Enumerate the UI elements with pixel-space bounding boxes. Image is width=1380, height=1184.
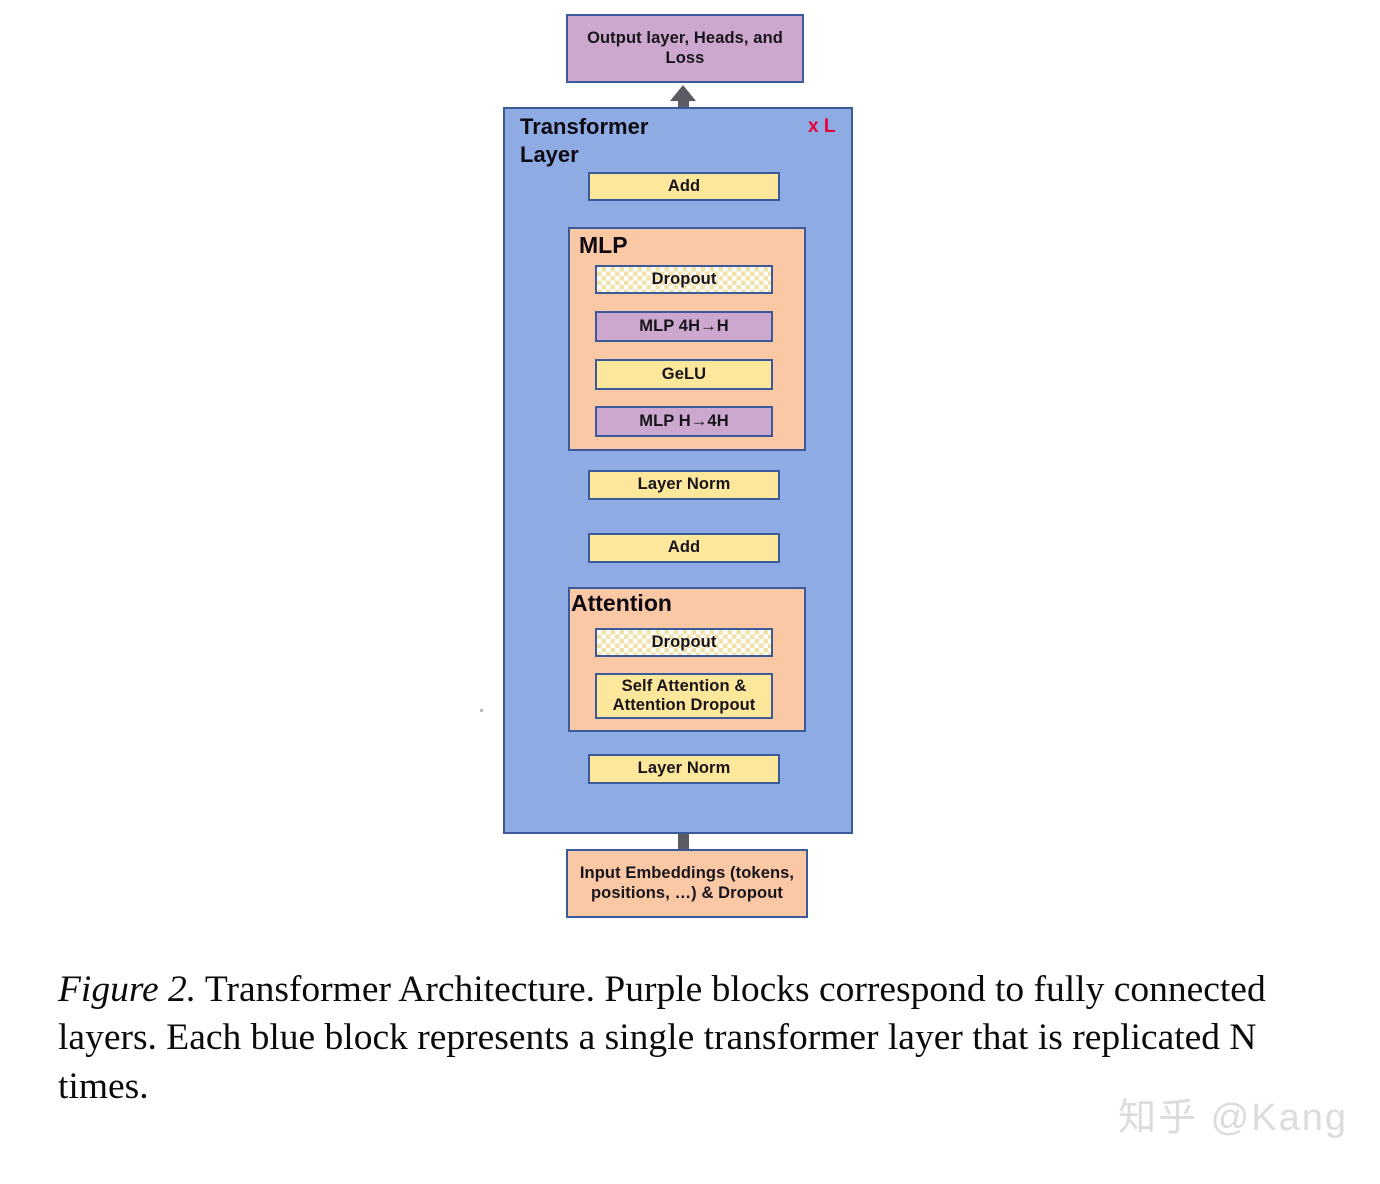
self-attention-block: Self Attention & Attention Dropout (595, 673, 773, 719)
input-embeddings-block: Input Embeddings (tokens, positions, …) … (566, 849, 808, 918)
transformer-layer-label: Transformer Layer (520, 114, 649, 167)
repeat-count-badge: x L (808, 116, 836, 137)
layer-norm-mlp-block: Layer Norm (588, 470, 780, 500)
figure-caption: Figure 2. Transformer Architecture. Purp… (58, 966, 1343, 1111)
attention-dropout-block: Dropout (595, 628, 773, 657)
mlp-4h-to-h-block: MLP 4H→H (595, 311, 773, 342)
output-layer-block: Output layer, Heads, and Loss (566, 14, 804, 83)
image-speck (480, 709, 483, 712)
add-top-block: Add (588, 172, 780, 201)
add-bottom-block: Add (588, 533, 780, 563)
mlp-h-to-4h-block: MLP H→4H (595, 406, 773, 437)
layer-norm-attention-block: Layer Norm (588, 754, 780, 784)
mlp-dropout-block: Dropout (595, 265, 773, 294)
mlp-group-label: MLP (579, 232, 628, 258)
figure-number: Figure 2. (58, 969, 197, 1010)
arrow-to-output-icon (670, 85, 696, 101)
gelu-block: GeLU (595, 359, 773, 390)
figure-caption-text: Transformer Architecture. Purple blocks … (58, 969, 1266, 1107)
attention-group-label: Attention (571, 590, 672, 616)
watermark: 知乎 @Kang (1118, 1097, 1348, 1139)
